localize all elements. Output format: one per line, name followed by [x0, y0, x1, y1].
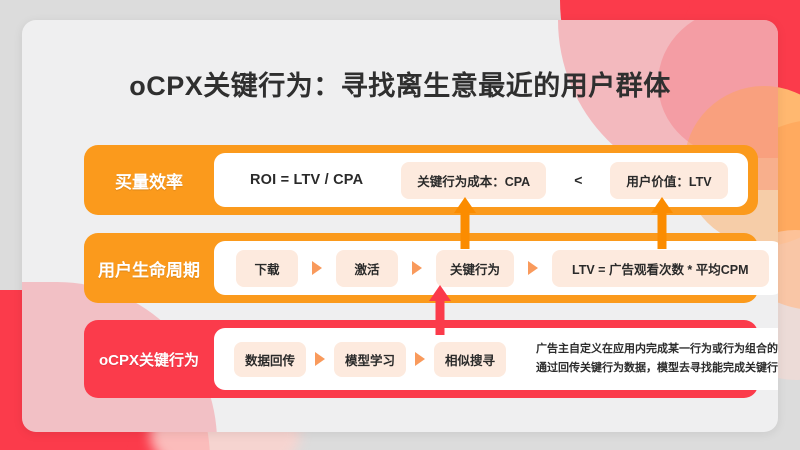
chip-model-learning[interactable]: 模型学习 [334, 341, 407, 377]
chip-activate[interactable]: 激活 [336, 249, 398, 287]
chevron-right-icon [412, 261, 422, 275]
row-ocpx-key-action: oCPX关键行为 数据回传 模型学习 相似搜寻 广告主自定义在应用内完成某一行为… [84, 320, 778, 398]
arrow-head-icon [429, 285, 451, 301]
chevron-right-icon [312, 261, 322, 275]
ocpx-description-line-2: 通过回传关键行为数据，模型去寻找能完成关键行为的用户 [536, 362, 778, 374]
row-label-buy-efficiency: 买量效率 [115, 172, 183, 192]
row-panel-ocpx-key-action: 数据回传 模型学习 相似搜寻 广告主自定义在应用内完成某一行为或行为组合的用户事… [214, 328, 778, 390]
ocpx-description-line-1: 广告主自定义在应用内完成某一行为或行为组合的用户事件 [536, 342, 778, 355]
chip-key-action[interactable]: 关键行为 [436, 249, 515, 287]
chip-user-value[interactable]: 用户价值：LTV [610, 161, 728, 199]
page-title: oCPX关键行为：寻找离生意最近的用户群体 [129, 71, 671, 101]
chip-lookalike-search[interactable]: 相似搜寻 [434, 341, 507, 377]
user-value-arrow [650, 197, 674, 249]
arrow-shaft [657, 211, 667, 249]
chip-download[interactable]: 下载 [236, 249, 298, 287]
key-action-arrow [428, 285, 452, 335]
roi-formula: ROI = LTV / CPA [250, 172, 364, 188]
chip-key-action-cost[interactable]: 关键行为成本：CPA [401, 161, 547, 199]
slide-card: oCPX关键行为：寻找离生意最近的用户群体 买量效率 ROI = LTV / C… [22, 20, 778, 432]
row-user-lifecycle: 用户生命周期 下载 激活 关键行为 LTV = 广告观看次数 * 平均CPM [84, 233, 778, 303]
row-label-ocpx-key-action: oCPX关键行为 [98, 351, 199, 369]
less-than-operator: < [574, 172, 583, 188]
chevron-right-icon [315, 352, 326, 366]
row-label-user-lifecycle: 用户生命周期 [98, 260, 200, 280]
key-action-cost-arrow [453, 197, 477, 249]
chip-data-callback[interactable]: 数据回传 [234, 341, 307, 377]
chevron-right-icon [415, 352, 426, 366]
chip-ltv-formula[interactable]: LTV = 广告观看次数 * 平均CPM [552, 249, 769, 287]
arrow-shaft [435, 299, 445, 335]
chevron-right-icon [528, 261, 539, 275]
row-panel-user-lifecycle: 下载 激活 关键行为 LTV = 广告观看次数 * 平均CPM [214, 241, 778, 295]
arrow-head-icon [454, 197, 476, 213]
ocpx-description: 广告主自定义在应用内完成某一行为或行为组合的用户事件 通过回传关键行为数据，模型… [536, 340, 778, 379]
arrow-head-icon [651, 197, 673, 213]
arrow-shaft [460, 211, 470, 249]
row-buy-efficiency: 买量效率 ROI = LTV / CPA 关键行为成本：CPA < 用户价值：L… [84, 145, 758, 215]
